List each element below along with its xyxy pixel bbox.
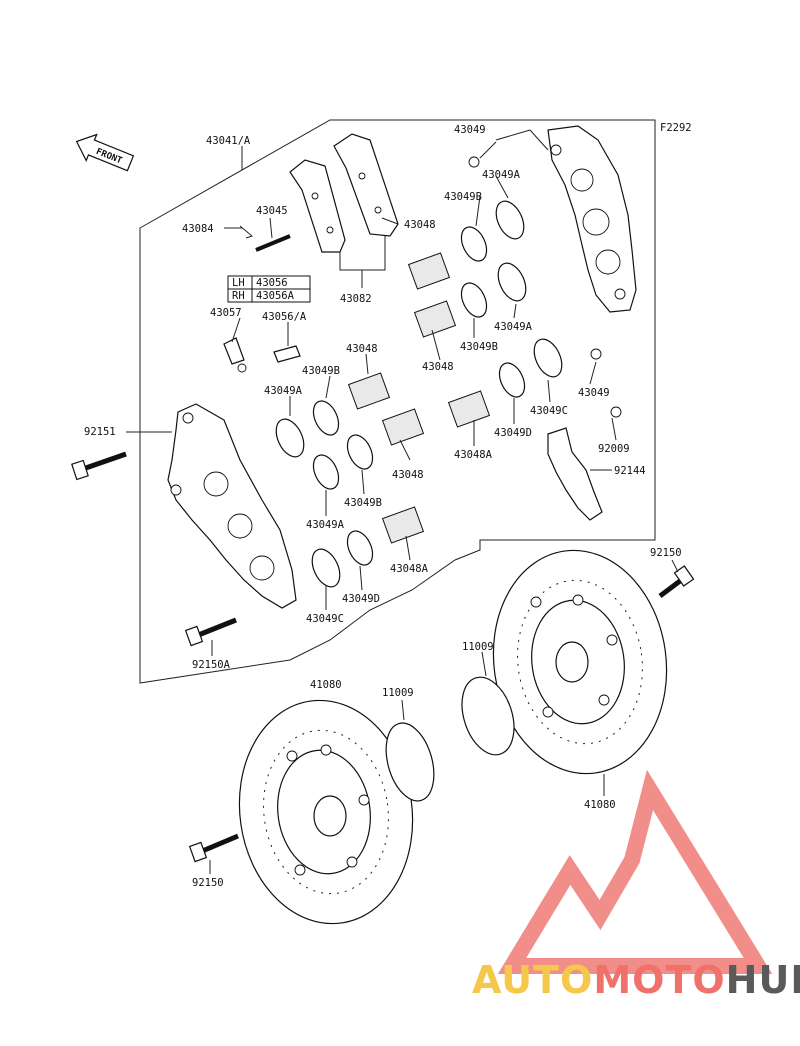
- washer-43049-right: [590, 348, 602, 360]
- leader-lines: [126, 129, 679, 874]
- variant-table: LH 43056 RH 43056A: [227, 275, 311, 303]
- variant-rh-part: 43056A: [256, 290, 295, 302]
- front-arrow: FRONT: [75, 133, 135, 172]
- pin-clip: [239, 225, 254, 239]
- callout-43056A: 43056/A: [262, 311, 307, 323]
- callout-11009-l: 11009: [382, 687, 414, 699]
- pad-spring-92144: [547, 427, 603, 521]
- callout-92009: 92009: [598, 443, 630, 455]
- brake-disc-left: [238, 699, 414, 925]
- callout-43049A-top: 43049A: [482, 169, 521, 181]
- callout-43049-r: 43049: [578, 387, 610, 399]
- disc-spacer-left: [385, 722, 435, 802]
- watermark-logo: AUTOMOTOHUB: [472, 958, 800, 1002]
- variant-rh-side: RH: [232, 290, 245, 302]
- callout-43045: 43045: [256, 205, 288, 217]
- callout-43049A-b: 43049A: [306, 519, 345, 531]
- callout-43048-c: 43048: [422, 361, 454, 373]
- callout-43048A-b: 43048A: [390, 563, 429, 575]
- disc-spacer-right: [461, 676, 515, 756]
- bolt-92150-left: [188, 833, 239, 863]
- left-caliper-half: [167, 403, 297, 609]
- seal-rings-right: [460, 200, 563, 398]
- callout-43049C-b: 43049C: [306, 613, 344, 625]
- callout-92150A: 92150A: [192, 659, 231, 671]
- assembly-frame: [139, 119, 656, 684]
- callout-43049A-r: 43049A: [494, 321, 533, 333]
- callout-11009-r: 11009: [462, 641, 494, 653]
- callout-92151: 92151: [84, 426, 116, 438]
- seal-rings-left: [275, 400, 374, 588]
- bolt-92150-right: [658, 565, 695, 598]
- brake-pad-right: [333, 133, 399, 237]
- callout-43049A-l: 43049A: [264, 385, 303, 397]
- brake-disc-right: [492, 549, 668, 775]
- callout-43057: 43057: [210, 307, 242, 319]
- callout-43049B-b: 43049B: [344, 497, 382, 509]
- watermark-auto: AUTO: [472, 958, 594, 1002]
- bolt-92150A: [184, 617, 237, 647]
- callout-43048-d: 43048: [392, 469, 424, 481]
- callout-92150-r: 92150: [650, 547, 682, 559]
- callout-92150-l: 92150: [192, 877, 224, 889]
- callout-43049B-l: 43049B: [302, 365, 340, 377]
- callout-43084: 43084: [182, 223, 214, 235]
- watermark-moto: MOTO: [593, 958, 726, 1002]
- bleeder-valve: [273, 345, 301, 363]
- brake-pad-left: [289, 159, 346, 253]
- pistons-left: [347, 372, 425, 544]
- watermark-hub: HUB: [725, 958, 800, 1002]
- callout-labels: 43041/A 43049 43049A 43049B 43045 43084 …: [84, 124, 682, 889]
- variant-lh-part: 43056: [256, 277, 288, 289]
- figure-code: F2292: [660, 122, 692, 134]
- callout-41080-r: 41080: [584, 799, 616, 811]
- callout-43048-b: 43048: [346, 343, 378, 355]
- watermark-triangle: [497, 769, 773, 974]
- callout-43048-a: 43048: [404, 219, 436, 231]
- washer-92009: [610, 406, 622, 418]
- washer-43049-top: [468, 156, 480, 168]
- callout-43049D-b: 43049D: [342, 593, 380, 605]
- callout-43048A-r: 43048A: [454, 449, 493, 461]
- callout-43082: 43082: [340, 293, 372, 305]
- pistons-right: [407, 252, 491, 428]
- callout-43049-top: 43049: [454, 124, 486, 136]
- variant-lh-side: LH: [232, 277, 245, 289]
- callout-41080-l: 41080: [310, 679, 342, 691]
- callout-43049B-top: 43049B: [444, 191, 482, 203]
- pad-pin: [255, 234, 291, 252]
- callout-43049D-r: 43049D: [494, 427, 532, 439]
- right-caliper-half: [547, 125, 637, 313]
- bleeder-cap: [223, 337, 245, 365]
- callout-43049B-m: 43049B: [460, 341, 498, 353]
- callout-43049C-r: 43049C: [530, 405, 568, 417]
- callout-43041A: 43041/A: [206, 135, 251, 147]
- bolt-92151: [71, 451, 127, 481]
- callout-92144: 92144: [614, 465, 646, 477]
